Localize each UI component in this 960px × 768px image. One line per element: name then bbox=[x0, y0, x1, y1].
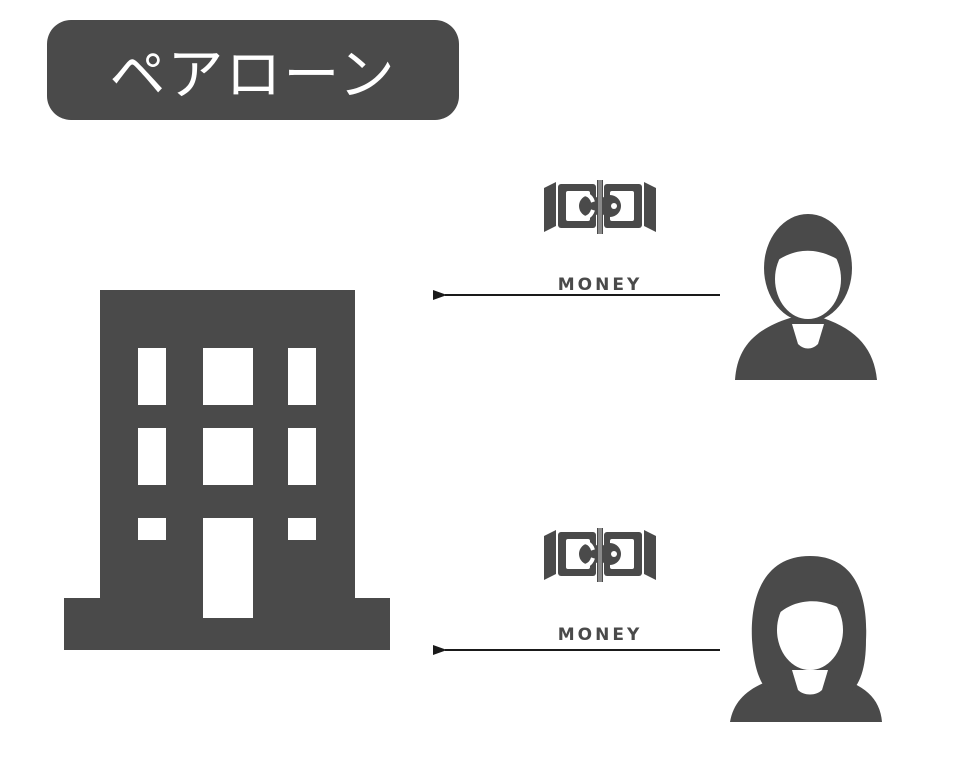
building-icon bbox=[64, 290, 390, 650]
money-icon bbox=[542, 178, 658, 236]
man-icon bbox=[735, 214, 877, 380]
money-label: MONEY bbox=[558, 275, 643, 295]
money-icon bbox=[542, 526, 658, 584]
money-label: MONEY bbox=[558, 625, 643, 645]
woman-icon bbox=[730, 556, 882, 722]
page-title: ペアローン bbox=[47, 20, 459, 120]
